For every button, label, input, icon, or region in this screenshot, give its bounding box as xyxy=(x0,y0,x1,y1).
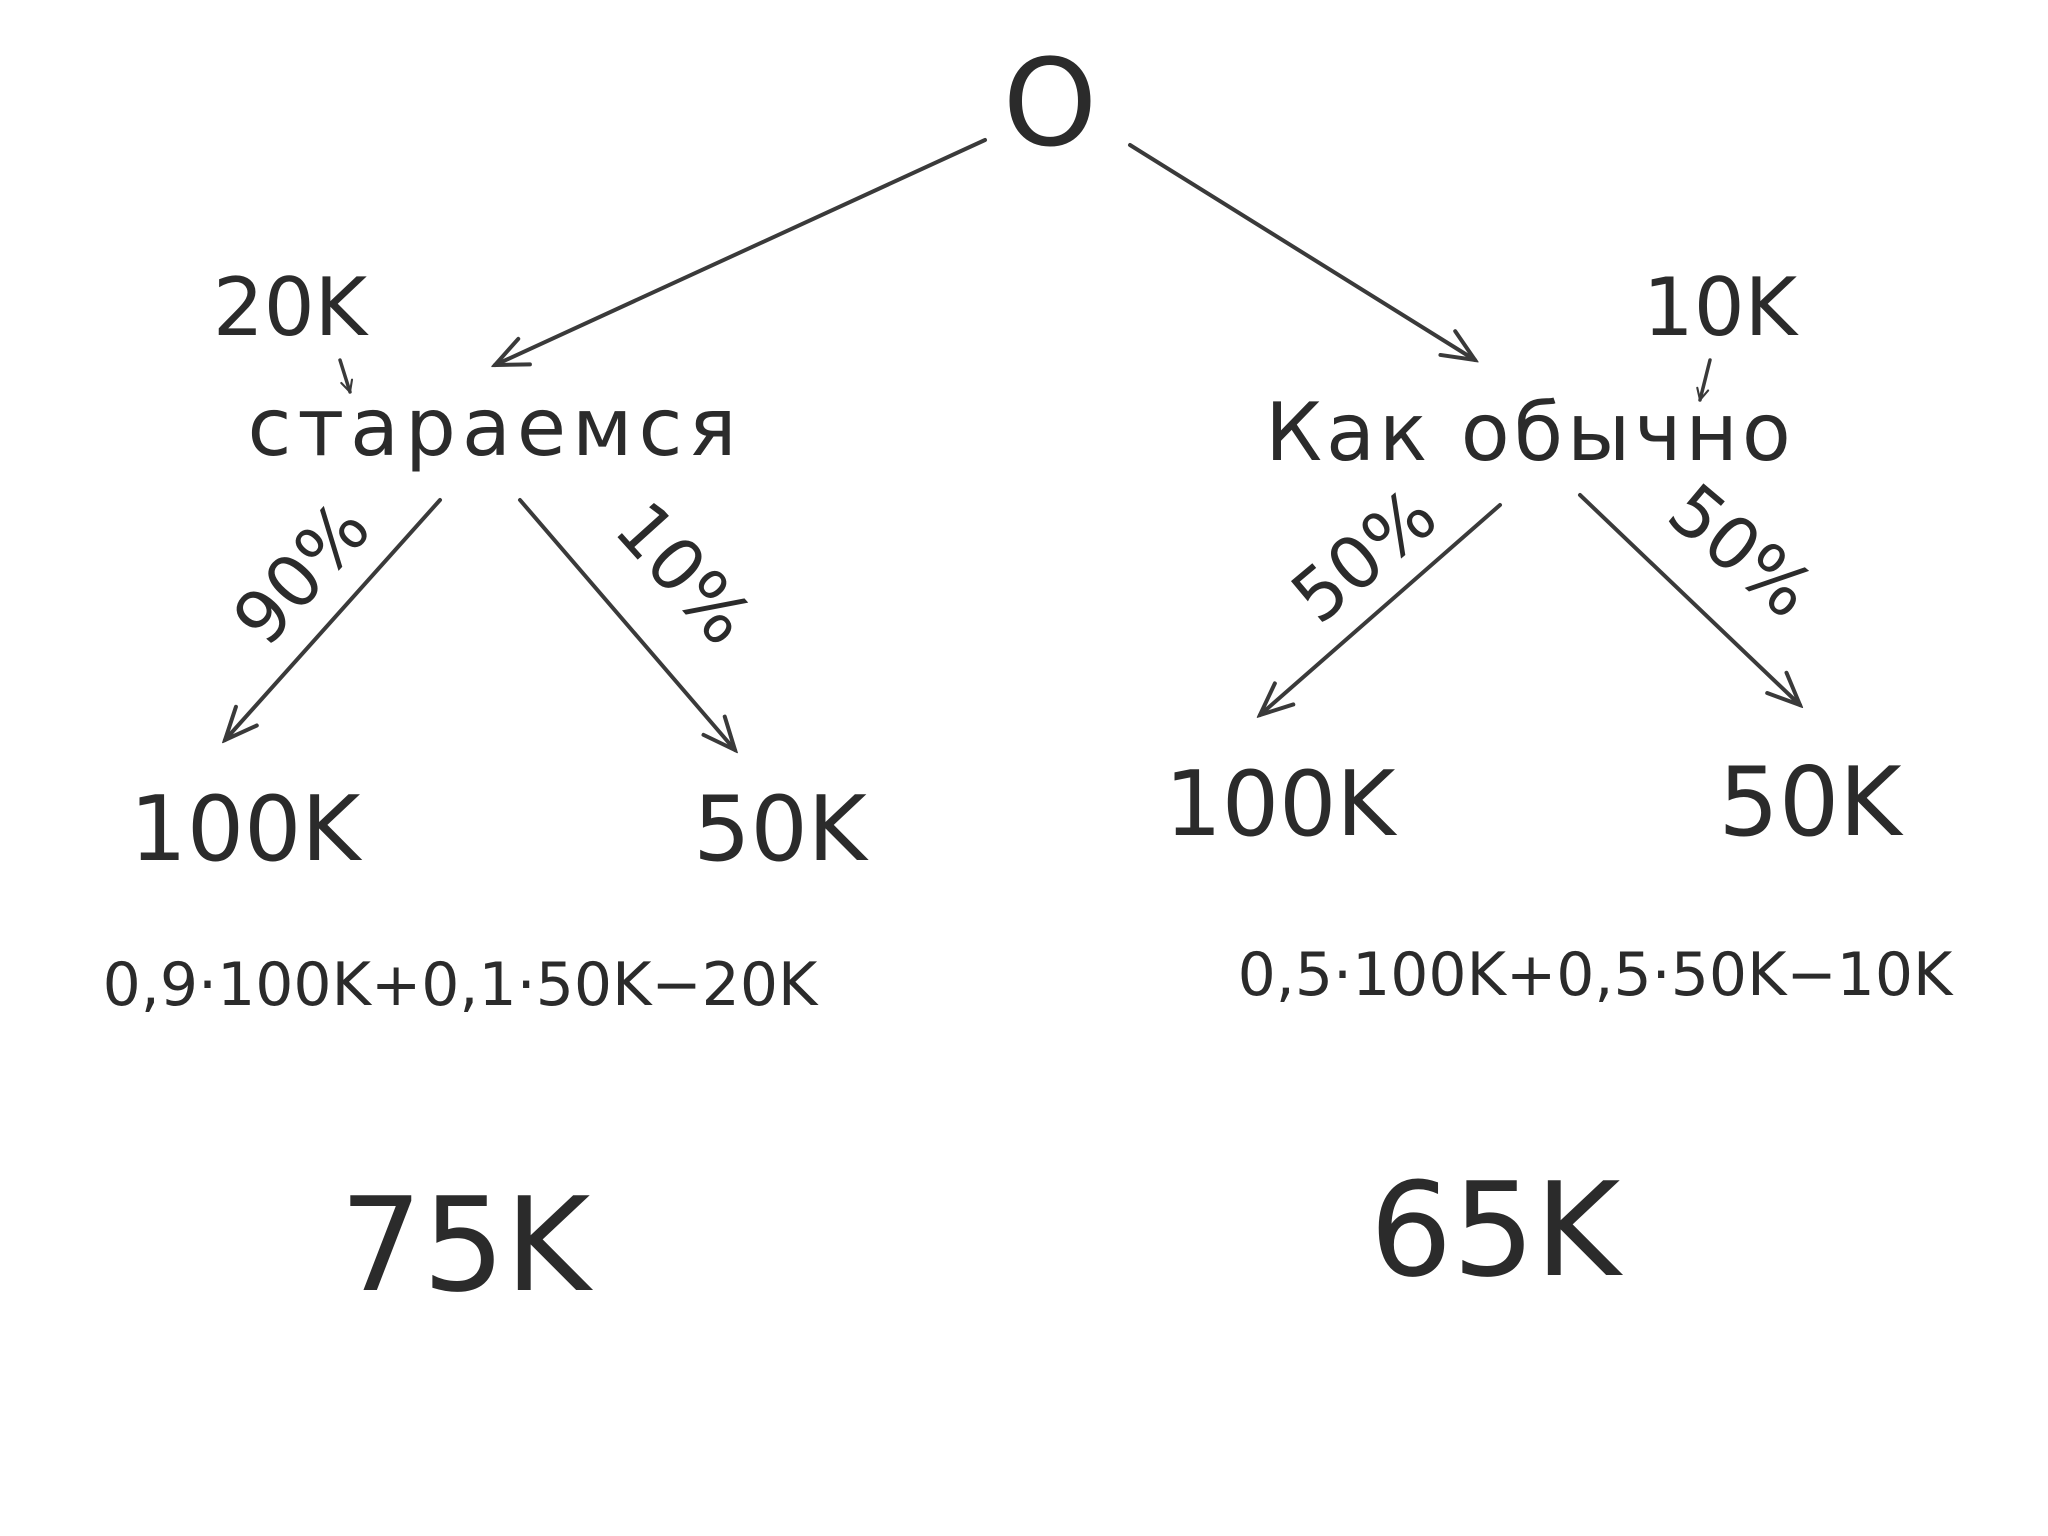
left-outcome-1-value: 100K xyxy=(130,777,363,882)
right-outcome-1-value: 100K xyxy=(1165,752,1398,857)
left-result: 75K xyxy=(340,1169,593,1321)
right-branch-label: Как обычно xyxy=(1265,386,1795,479)
edge-right-to-outcome-1 xyxy=(1260,503,1502,715)
left-outcome-2-value: 50K xyxy=(693,777,869,882)
left-outcome-2-probability: 10% xyxy=(599,486,769,661)
left-cost-arrow xyxy=(338,358,350,392)
edge-right-to-outcome-2 xyxy=(1578,493,1800,705)
right-outcome-1-probability: 50% xyxy=(1276,472,1453,639)
left-formula: 0,9·100K+0,1·50K−20K xyxy=(103,950,819,1020)
right-outcome-2-probability: 50% xyxy=(1653,467,1830,634)
right-result: 65K xyxy=(1370,1154,1623,1306)
root-node-label: O xyxy=(1003,35,1097,174)
right-cost-label: 10K xyxy=(1643,261,1800,354)
edge-left-to-outcome-1 xyxy=(225,498,442,740)
right-cost-arrow xyxy=(1700,358,1712,400)
right-outcome-2-value: 50K xyxy=(1718,748,1904,858)
right-formula: 0,5·100K+0,5·50K−10K xyxy=(1238,940,1954,1010)
left-cost-label: 20K xyxy=(213,261,370,354)
edge-root-to-left xyxy=(495,138,987,365)
edge-left-to-outcome-2 xyxy=(518,498,735,750)
left-outcome-1-probability: 90% xyxy=(217,486,387,661)
left-branch-label: стараемся xyxy=(247,381,742,474)
edge-root-to-right xyxy=(1128,143,1475,360)
